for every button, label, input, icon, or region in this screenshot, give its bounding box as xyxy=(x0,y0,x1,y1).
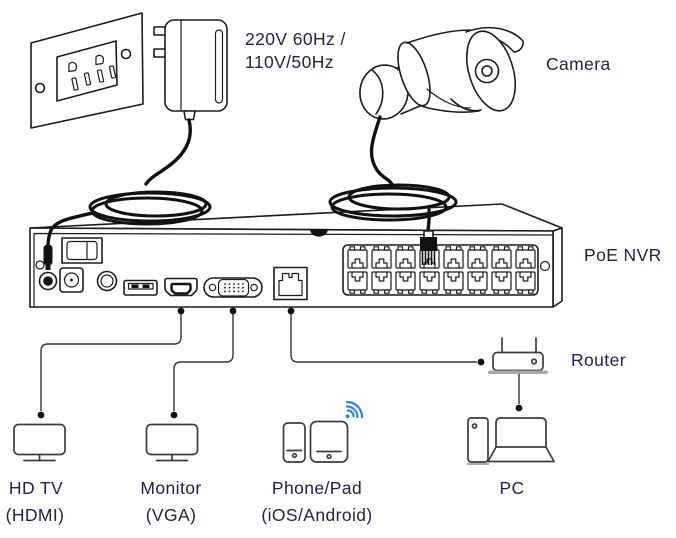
nvr-top-notch xyxy=(309,229,328,237)
monitor-icon xyxy=(145,423,199,462)
hdtv-interface: (HDMI) xyxy=(6,505,65,525)
wifi-icon xyxy=(345,400,364,419)
monitor-name: Monitor xyxy=(140,478,201,498)
camera-label: Camera xyxy=(546,54,611,74)
camera-icon xyxy=(359,26,524,120)
monitor-interface: (VGA) xyxy=(146,505,197,525)
nvr-label: PoE NVR xyxy=(584,245,662,265)
vga-port-icon xyxy=(203,277,263,298)
vga-to-monitor-line xyxy=(173,311,234,411)
router-label: Router xyxy=(571,350,626,370)
power-plug xyxy=(43,245,53,265)
ethernet-plug xyxy=(420,230,437,265)
power-switch-icon xyxy=(61,237,103,264)
power-cable xyxy=(43,118,212,270)
outlet-socket-left xyxy=(68,61,92,91)
nvr-power-port xyxy=(35,260,58,291)
wall-outlet-icon xyxy=(30,12,144,129)
power-spec-line2: 110V/50Hz xyxy=(245,52,334,72)
pc-name: PC xyxy=(499,478,524,498)
connection-lines xyxy=(37,307,523,419)
hdmi-port-icon xyxy=(164,277,198,297)
lan-to-router-line xyxy=(290,311,477,363)
dc-jack-icon xyxy=(59,267,84,293)
phone-icon xyxy=(282,422,306,463)
hdmi-to-tv-line xyxy=(40,311,182,411)
hdtv-name: HD TV xyxy=(9,478,63,498)
tablet-icon xyxy=(309,420,349,463)
laptop-icon xyxy=(487,417,555,463)
power-adapter-icon xyxy=(153,19,228,121)
ethernet-cable xyxy=(328,115,458,265)
power-spec-line1: 220V 60Hz / xyxy=(245,29,346,49)
usb-port-icon xyxy=(123,279,158,296)
poe-port-grid xyxy=(342,244,539,296)
camera-lens xyxy=(474,58,500,84)
audio-port-icon xyxy=(96,270,118,292)
phone-interface: (iOS/Android) xyxy=(261,505,372,525)
router-icon xyxy=(488,337,548,374)
phone-name: Phone/Pad xyxy=(272,478,362,498)
tv-icon xyxy=(13,423,66,462)
nvr-right-face xyxy=(552,227,563,308)
lan-port-icon xyxy=(273,266,308,301)
pc-tower-icon xyxy=(467,417,489,465)
outlet-socket-right xyxy=(95,54,117,83)
